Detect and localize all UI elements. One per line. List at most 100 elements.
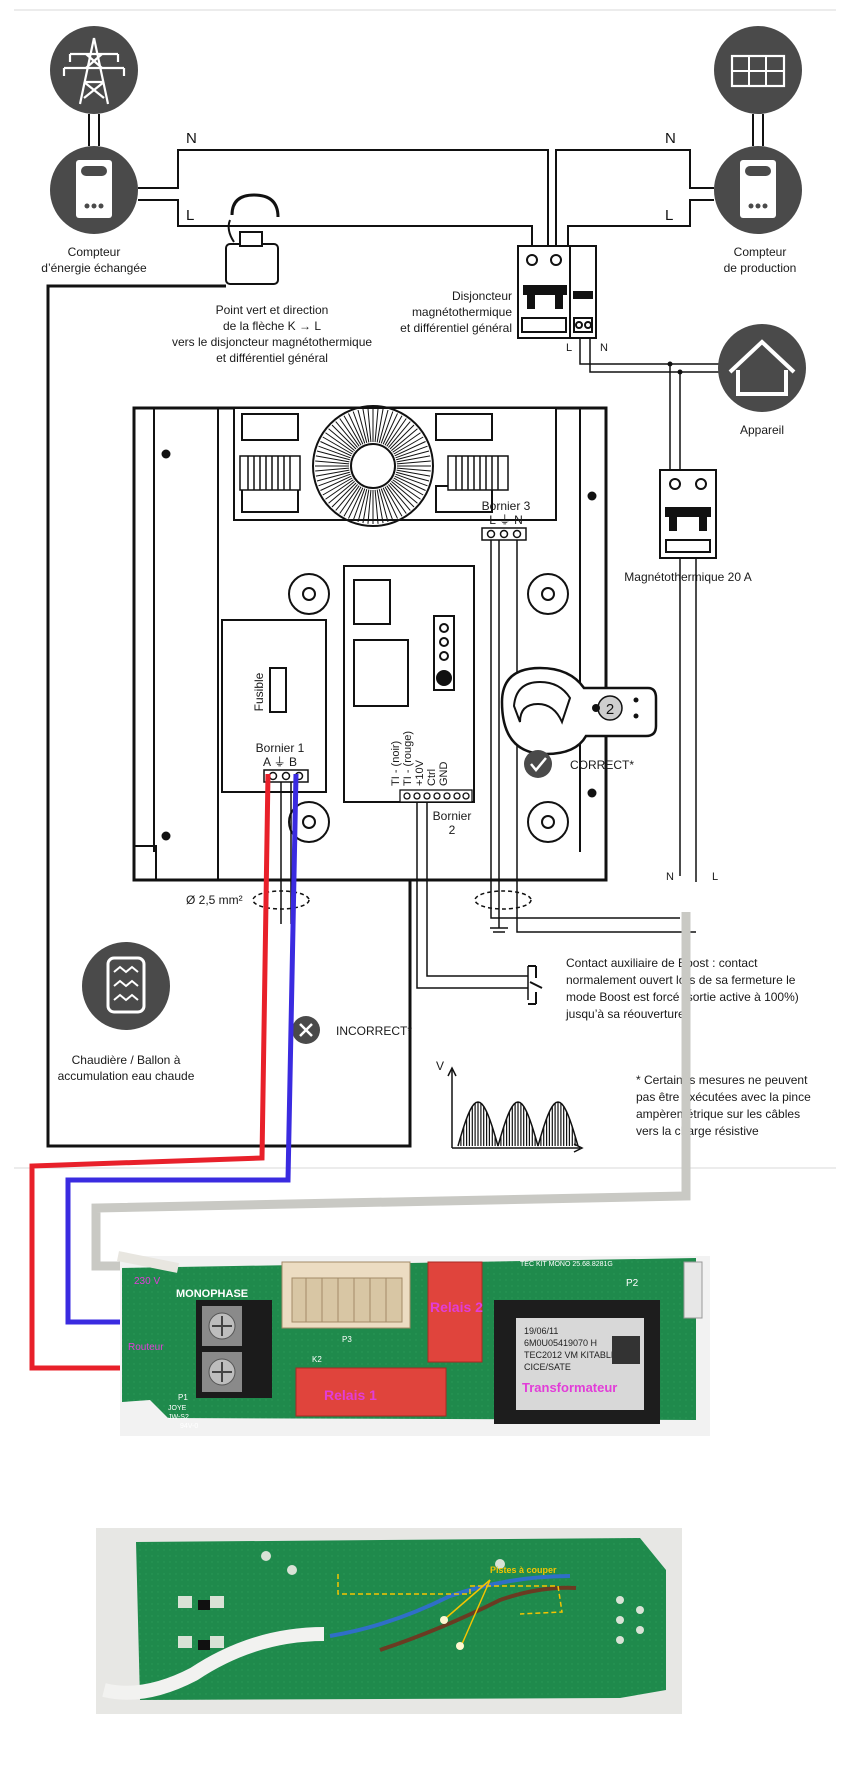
toroid-winding <box>395 445 428 459</box>
solar-panel-icon <box>714 26 802 114</box>
pin-10v: +10V <box>414 759 426 786</box>
toroid-winding <box>396 467 431 472</box>
toroid-winding <box>318 473 351 487</box>
sticker-line-2: 6M0U05419070 H <box>524 1338 597 1348</box>
current-clamp-icon <box>225 193 280 285</box>
aux-contact-label-4: jusqu’à sa réouverture <box>565 1007 685 1021</box>
toroid-winding <box>378 489 389 523</box>
toroid-winding <box>380 488 394 521</box>
toroid-winding <box>396 469 431 477</box>
cut-traces-tag: Pistes à couper <box>490 1565 557 1575</box>
toroid-winding <box>315 467 350 472</box>
coil-block-right <box>447 455 509 491</box>
terminal-3 <box>481 527 527 541</box>
toroid-winding <box>320 475 352 491</box>
toroid-winding <box>391 481 418 504</box>
toroid-winding <box>352 488 366 521</box>
pcb-back-photo: Pistes à couper <box>96 1528 682 1714</box>
toroid-winding <box>389 424 415 450</box>
breaker-20a-label: Magnétothermique 20 A <box>624 570 751 584</box>
toroid-winding <box>320 441 352 457</box>
line-right-label: L <box>665 207 673 224</box>
pcb-front-photo: 19/06/11 6M0U05419070 H TEC2012 VM KITAB… <box>117 1251 710 1436</box>
check-icon <box>524 750 552 778</box>
toroid-winding <box>393 477 424 496</box>
water-heater-icon <box>82 942 170 1030</box>
toroid-winding <box>315 455 350 463</box>
toroid-winding <box>335 484 358 511</box>
toroid-winding <box>331 424 357 450</box>
toroid-winding <box>396 460 431 465</box>
pin-gnd: GND <box>438 762 450 787</box>
circuit-breaker-20a-icon <box>659 469 717 559</box>
footnote-line-3: ampèremétrique sur les câbles <box>636 1107 800 1121</box>
toroid-winding <box>393 436 424 455</box>
sticker-line-3: TEC2012 VM KITABLE <box>524 1350 617 1360</box>
pcb-ref-silk: TEC KIT MONO 25.68.8281G <box>520 1261 613 1268</box>
toroid-winding <box>348 487 364 519</box>
main-breaker-icon <box>517 245 597 339</box>
aux-contact-icon <box>528 965 543 1005</box>
toroid-winding <box>396 455 431 463</box>
footnote-line-1: * Certaines mesures ne peuvent <box>636 1073 808 1087</box>
toroid-winding <box>367 408 372 443</box>
toroid-winding <box>348 413 364 445</box>
control-pin-labels: TI - (noir) TI - (rouge) +10V Ctrl GND <box>390 731 450 786</box>
voltage-axis-label: V <box>436 1059 444 1073</box>
toroid-winding <box>380 411 394 444</box>
toroid-winding <box>322 436 353 455</box>
water-heater-label-1: Chaudière / Ballon à <box>72 1053 181 1067</box>
terminal-1-label-2: A ⏚ B <box>263 755 297 769</box>
cross-icon <box>292 1016 320 1044</box>
coil-block-left <box>239 455 301 491</box>
sticker-line-1: 19/06/11 <box>524 1326 558 1336</box>
line-left-label: L <box>186 207 194 224</box>
footnote-line-4: vers la charge résistive <box>636 1124 759 1138</box>
appliance-label: Appareil <box>740 423 784 437</box>
wire-neutral-label: N <box>666 871 674 883</box>
terminal-2-label-2: 2 <box>449 823 456 837</box>
meter-production-label-1: Compteur <box>734 245 787 259</box>
joye-silk: JOYE <box>168 1405 187 1412</box>
toroid-winding <box>396 471 430 482</box>
meter-exchange-label-1: Compteur <box>68 245 121 259</box>
sticker-line-4: CICE/SATE <box>524 1362 571 1372</box>
toroid-winding <box>331 482 357 508</box>
incorrect-label: INCORRECT* <box>336 1024 412 1038</box>
toroid-winding <box>325 432 354 453</box>
toroid-winding <box>328 428 355 451</box>
pin-ti-rouge: TI - (rouge) <box>402 731 414 786</box>
jw-silk: JW-S2 <box>168 1414 189 1421</box>
toroid-winding <box>376 408 384 443</box>
terminal-2-label-1: Bornier <box>433 809 472 823</box>
pin-ctrl: Ctrl <box>426 769 438 786</box>
toroid-winding <box>362 489 370 524</box>
clamp-direction-label-4: et différentiel général <box>216 351 328 365</box>
toroid-winding <box>395 473 428 487</box>
toroid-winding <box>328 481 355 504</box>
terminal-2 <box>399 789 473 803</box>
toroid-icon <box>312 405 434 527</box>
toroid-winding <box>343 415 362 446</box>
ul-silk: 94V-0 <box>180 1423 198 1430</box>
control-board <box>343 565 475 803</box>
toroid-winding <box>388 484 411 511</box>
toroid-winding <box>396 450 430 461</box>
p3-silk: P3 <box>342 1335 352 1344</box>
toroid-winding <box>374 408 379 443</box>
toroid-winding <box>374 489 379 524</box>
terminal-3-label-2: L ⏚ N <box>489 513 523 527</box>
qr-code-icon <box>612 1336 640 1364</box>
voltage-tag: 230 V <box>134 1276 160 1287</box>
clamp-number: 2 <box>606 701 614 718</box>
relay-2-tag: Relais 2 <box>430 1299 483 1315</box>
toroid-winding <box>392 432 421 453</box>
correct-label: CORRECT* <box>570 758 634 772</box>
water-heater-label-2: accumulation eau chaude <box>58 1069 195 1083</box>
toroid-winding <box>382 487 398 519</box>
toroid-winding <box>335 421 358 448</box>
toroid-winding <box>339 418 360 447</box>
toroid-winding <box>392 479 421 500</box>
terminal-1 <box>263 769 309 783</box>
